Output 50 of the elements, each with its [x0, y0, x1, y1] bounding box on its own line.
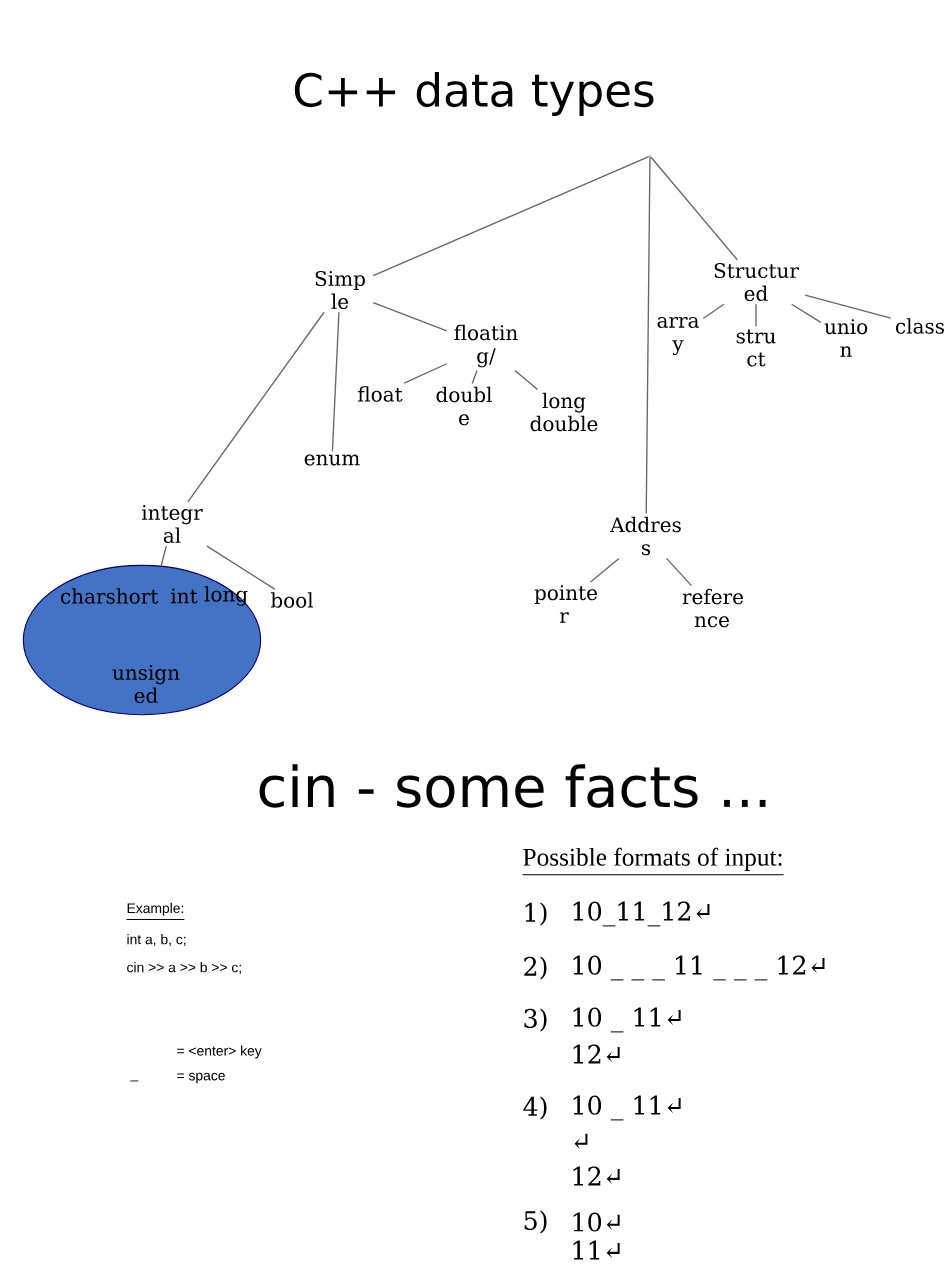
- heading-text: Possible formats of input:: [522, 847, 785, 876]
- branch-line: [791, 303, 822, 323]
- type-label: Simp le: [315, 271, 365, 310]
- branch-line: [755, 303, 757, 328]
- format-text: 11↵: [573, 1240, 620, 1260]
- type-label: enum: [304, 454, 360, 466]
- type-label: doubl e: [436, 386, 492, 426]
- list-number: 3): [524, 1008, 547, 1032]
- branch-line: [403, 363, 448, 384]
- type-label: long double: [530, 392, 598, 432]
- format-text: 10_11_12↵: [573, 901, 710, 927]
- format-text: 12↵: [573, 1166, 620, 1186]
- branch-line: [804, 294, 892, 319]
- branch-line: [372, 155, 650, 277]
- branch-line: [645, 156, 651, 515]
- type-label: stru ct: [736, 329, 776, 367]
- list-number: 2): [524, 956, 547, 980]
- type-label: integr al: [141, 505, 203, 543]
- title-text: cin - some facts ...: [259, 764, 766, 808]
- type-label: refere nce: [682, 588, 743, 628]
- branch-line: [372, 302, 448, 332]
- list-number: 5): [524, 1210, 547, 1234]
- branch-line: [206, 545, 276, 590]
- type-label: Structur ed: [714, 263, 799, 302]
- branch-line: [665, 557, 693, 587]
- branch-line: [702, 303, 725, 320]
- type-label: unio n: [824, 319, 868, 357]
- branch-line: [471, 369, 478, 385]
- type-label: arra y: [657, 317, 699, 355]
- type-label: class: [895, 318, 944, 334]
- type-label: Addres s: [610, 516, 681, 556]
- format-text: 12↵: [573, 1044, 620, 1064]
- list-number: 4): [523, 1096, 547, 1120]
- branch-line: [331, 311, 340, 452]
- format-text: 10 _ 11↵: [573, 1095, 681, 1121]
- title: C++ data types: [294, 72, 654, 116]
- type-label: float: [358, 386, 403, 402]
- format-text: 10↵: [573, 1212, 620, 1232]
- format-text: 10 _ _ _ 11 _ _ _ 12↵: [573, 955, 825, 981]
- branch-line: [514, 369, 539, 391]
- list-number: 1): [525, 902, 547, 926]
- format-text: 10 _ 11↵: [573, 1007, 681, 1033]
- branch-line: [160, 545, 167, 567]
- format-text: ↵: [574, 1133, 588, 1149]
- type-label: floatin g/: [454, 324, 518, 368]
- branch-line: [187, 311, 325, 503]
- type-label: pointe r: [534, 585, 597, 623]
- branch-line: [650, 156, 738, 261]
- branch-line: [589, 557, 620, 583]
- type-label: bool: [270, 592, 314, 608]
